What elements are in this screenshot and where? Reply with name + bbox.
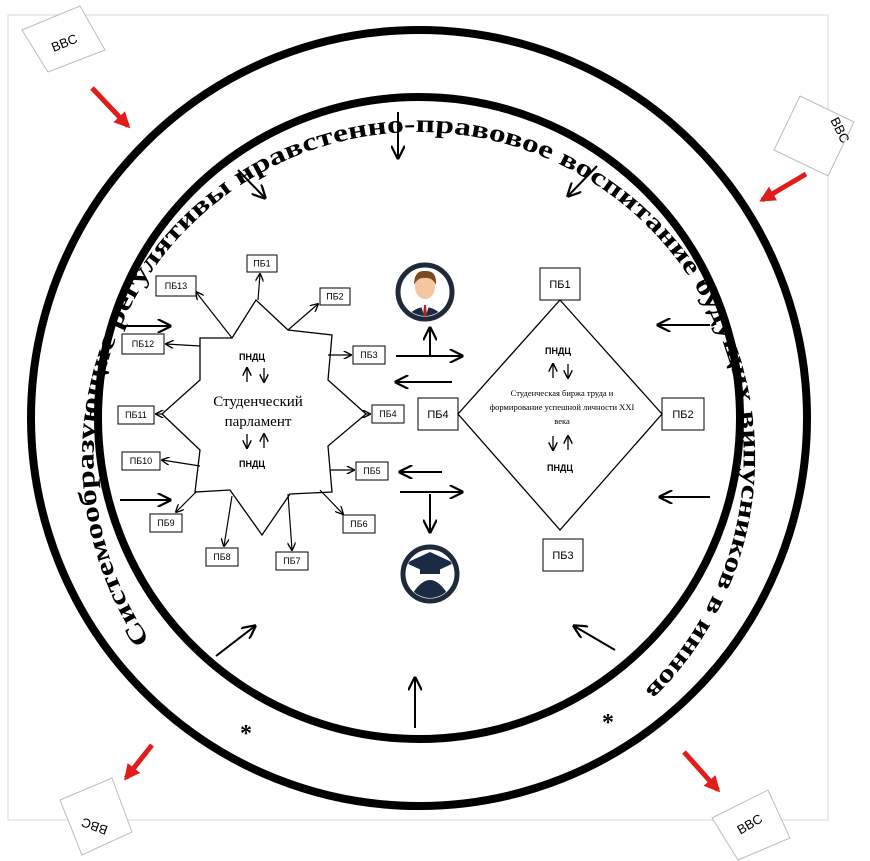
box-label: ПБ9	[157, 518, 174, 528]
parliament-top-label: ПНДЦ	[239, 352, 265, 362]
box-8: ПБ8	[205, 547, 239, 567]
box-label: ПБ13	[165, 281, 187, 291]
box-frame	[342, 514, 376, 534]
exchange-title-line3: века	[554, 416, 570, 426]
asterisk-left: *	[240, 721, 252, 747]
box-frame	[355, 461, 389, 481]
exchange-title-line1: Студенческая биржа труда и	[511, 388, 614, 398]
inward-arrow	[237, 169, 265, 198]
box-frame	[155, 275, 197, 297]
red-arrow-bottom-left	[124, 743, 154, 781]
box-12: ПБ12	[121, 333, 165, 355]
parliament-boxes: ПБ1ПБ2ПБ3ПБ4ПБ5ПБ6ПБ7ПБ8ПБ9ПБ10ПБ11ПБ12П…	[117, 254, 405, 571]
connector-arrow	[176, 491, 197, 512]
page-frame	[7, 14, 829, 821]
corner-tab-bottom-left: BBC	[59, 777, 133, 856]
exchange-bottom-label: ПНДЦ	[547, 463, 573, 473]
connector-arrow	[166, 344, 201, 346]
box-label: ПБ5	[363, 466, 380, 476]
parliament-star	[161, 298, 367, 537]
parliament-bottom-label: ПНДЦ	[239, 459, 265, 469]
box-7: ПБ7	[275, 551, 309, 571]
box-2: ПБ2	[661, 397, 705, 431]
box-9: ПБ9	[149, 513, 183, 533]
box-frame	[246, 254, 278, 273]
connector-arrow	[224, 495, 233, 546]
corner-tab-top-left: BBC	[21, 5, 106, 73]
student-avatar-icon	[395, 262, 455, 322]
red-arrow-top-left	[90, 86, 131, 129]
box-label: ПБ4	[427, 409, 448, 421]
box-2: ПБ2	[319, 287, 351, 306]
box-1: ПБ1	[246, 254, 278, 273]
box-1: ПБ1	[539, 267, 581, 301]
box-frame	[117, 405, 155, 425]
labor-exchange: ПНДЦ Студенческая биржа труда и формиров…	[457, 299, 663, 531]
box-frame	[205, 547, 239, 567]
connector-arrow	[162, 460, 201, 467]
box-label: ПБ10	[130, 456, 152, 466]
corner-tab-bottom-right: BBC	[711, 789, 791, 861]
box-frame	[352, 345, 386, 365]
box-label: ПБ11	[125, 410, 147, 420]
box-5: ПБ5	[355, 461, 389, 481]
box-frame	[417, 397, 459, 431]
box-10: ПБ10	[121, 451, 161, 471]
box-11: ПБ11	[117, 405, 155, 425]
box-13: ПБ13	[155, 275, 197, 297]
box-6: ПБ6	[342, 514, 376, 534]
box-3: ПБ3	[542, 538, 584, 572]
box-frame	[149, 513, 183, 533]
box-frame	[121, 333, 165, 355]
box-frame	[275, 551, 309, 571]
red-arrow-bottom-right	[682, 750, 721, 793]
box-4: ПБ4	[417, 397, 459, 431]
box-label: ПБ12	[132, 339, 154, 349]
box-4: ПБ4	[371, 404, 405, 424]
exchange-top-label: ПНДЦ	[545, 346, 571, 356]
inward-arrows	[120, 112, 710, 728]
box-label: ПБ4	[379, 409, 396, 419]
box-label: ПБ3	[360, 350, 377, 360]
box-frame	[539, 267, 581, 301]
box-label: ПБ3	[552, 550, 573, 562]
corner-tab-top-right: BBC	[773, 95, 855, 177]
connector-arrow	[258, 274, 260, 301]
box-frame	[371, 404, 405, 424]
red-arrow-top-right	[759, 171, 808, 203]
box-label: ПБ6	[350, 519, 367, 529]
box-frame	[661, 397, 705, 431]
parliament-title-line2: парламент	[225, 414, 292, 430]
connector-arrow	[196, 292, 233, 339]
box-frame	[542, 538, 584, 572]
outer-ring	[27, 26, 811, 810]
inward-arrow	[574, 626, 616, 651]
inner-ring	[94, 93, 744, 743]
connector-arrow	[319, 489, 343, 514]
box-label: ПБ2	[326, 292, 343, 302]
connector-arrow	[288, 493, 292, 550]
box-label: ПБ1	[253, 259, 270, 269]
box-label: ПБ7	[283, 556, 300, 566]
inward-arrow	[568, 165, 598, 196]
center-arrows	[396, 328, 462, 532]
box-label: ПБ2	[672, 409, 693, 421]
parliament-title-line1: Студенческий	[213, 394, 303, 410]
exchange-title-line2: формирование успешной личности XXI	[490, 402, 635, 412]
exchange-diamond	[457, 299, 663, 531]
box-3: ПБ3	[352, 345, 386, 365]
box-frame	[319, 287, 351, 306]
box-frame	[121, 451, 161, 471]
box-label: ПБ1	[549, 279, 570, 291]
connector-arrow	[287, 304, 318, 331]
student-parliament: ПНДЦ Студенческий парламент ПНДЦ	[161, 298, 367, 537]
graduation-cap-icon	[400, 544, 460, 604]
box-label: ПБ8	[213, 552, 230, 562]
asterisk-right: *	[602, 710, 614, 736]
inward-arrow	[215, 626, 255, 657]
